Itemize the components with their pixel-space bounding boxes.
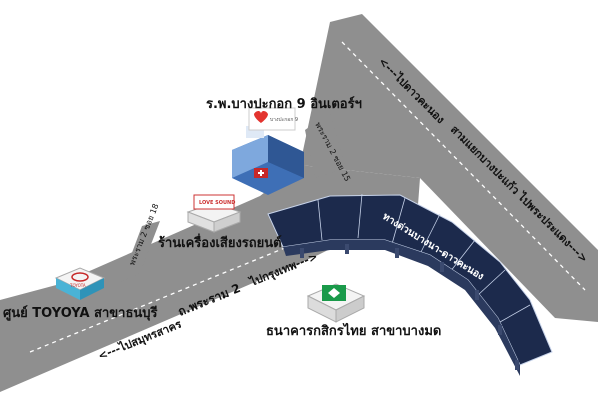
expressway-segments [317, 193, 531, 323]
upper-road [300, 14, 598, 322]
rama2-lane [29, 204, 391, 353]
toyota-logo-text: TOYOTA [69, 283, 86, 288]
hospital-building [232, 126, 304, 195]
soi18-road [121, 221, 160, 282]
soi15-road [305, 112, 346, 178]
bank-building [306, 283, 366, 323]
hospital-logo [248, 107, 296, 131]
audio-shop-label: ร้านเครื่องเสียงรถยนต์ [158, 236, 282, 251]
upper-road-lane [341, 41, 586, 291]
hospital-label: ร.พ.บางปะกอก 9 อินเตอร์ฯ [206, 97, 362, 112]
audio-shop-building [186, 194, 242, 233]
toyota-building [54, 267, 106, 300]
toyota-label: ศูนย์ TOYOYA สาขาธนบุรี [3, 306, 158, 321]
audio-logo-text: LOVE SOUND [199, 200, 235, 206]
bank-label: ธนาคารกสิกรไทย สาขาบางมด [266, 324, 442, 339]
expressway-pillars [300, 244, 519, 370]
hospital-logo-text: บางปะกอก 9 [270, 117, 298, 123]
